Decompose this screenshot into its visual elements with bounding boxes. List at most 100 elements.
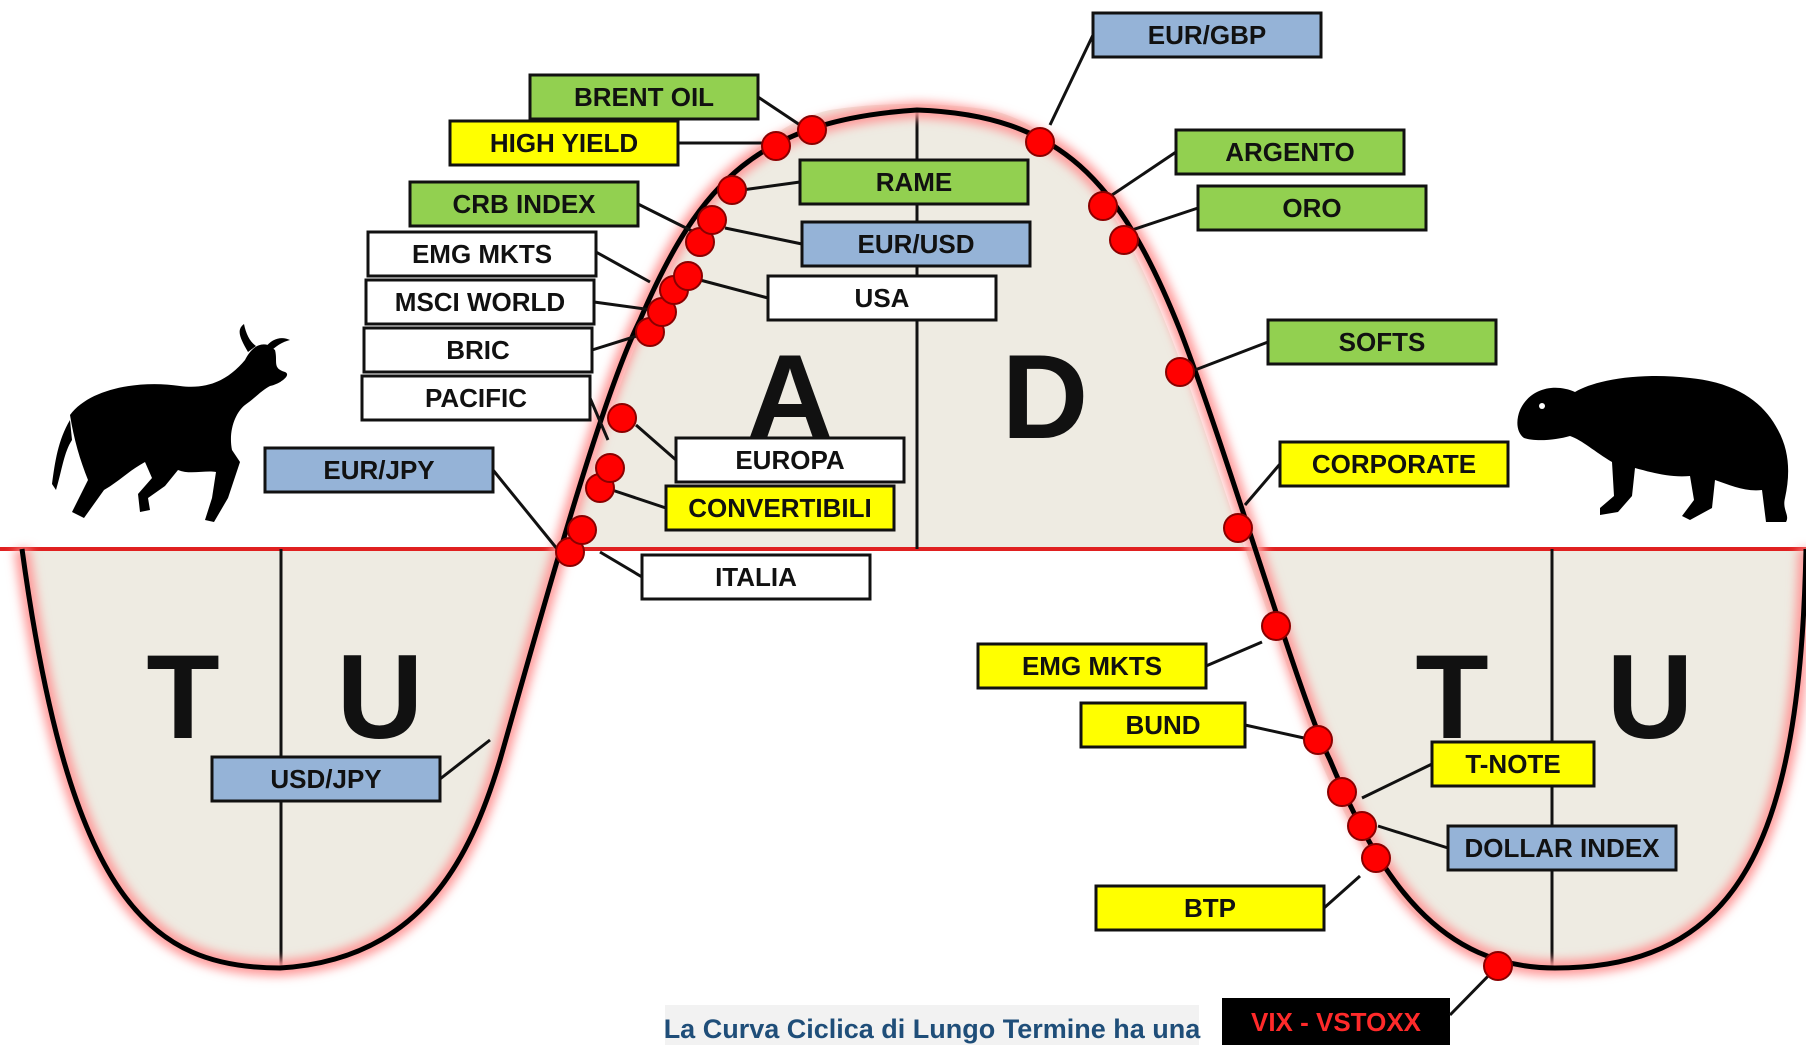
label-high-yield: HIGH YIELD (448, 119, 680, 167)
label-text-eur-gbp: EUR/GBP (1148, 20, 1266, 50)
label-box-bund (1079, 701, 1247, 749)
connector-eur-gbp (1048, 34, 1095, 126)
curve-marker (697, 205, 727, 235)
vix-box (1222, 998, 1450, 1045)
label-t-note: T-NOTE (1430, 740, 1596, 788)
curve-marker (1327, 777, 1357, 807)
curve-markers (555, 115, 1391, 873)
curve-marker (761, 131, 791, 161)
caption-text: La Curva Ciclica di Lungo Termine ha una (664, 1014, 1202, 1044)
label-text-emg-mkts-bottom: EMG MKTS (1022, 651, 1162, 681)
label-corporate: CORPORATE (1278, 440, 1510, 488)
asset-labels: BRENT OIL HIGH YIELD CRB INDEX EMG MKTS MSCI… (210, 11, 1678, 932)
label-text-argento: ARGENTO (1225, 137, 1355, 167)
label-box-softs (1266, 318, 1498, 366)
connector-t-note (1361, 762, 1433, 800)
label-box-eur-jpy (263, 446, 495, 494)
label-eur-gbp: EUR/GBP (1091, 11, 1323, 59)
label-text-italia: ITALIA (715, 562, 797, 592)
curve-marker (1165, 357, 1195, 387)
connector-emg-mkts-bottom (1205, 640, 1263, 668)
label-eur-usd: EUR/USD (800, 220, 1032, 268)
label-crb-index: CRB INDEX (408, 180, 640, 228)
label-text-eur-jpy: EUR/JPY (323, 455, 434, 485)
connector-dollar-index (1377, 824, 1449, 850)
label-msci-world: MSCI WORLD (364, 278, 596, 326)
label-box-argento (1174, 128, 1406, 176)
label-text-brent-oil: BRENT OIL (574, 82, 714, 112)
connector-bund (1244, 723, 1305, 740)
label-text-dollar-index: DOLLAR INDEX (1465, 833, 1661, 863)
connector-corporate (1243, 463, 1282, 506)
connector-rame (741, 180, 801, 192)
label-box-pacific (360, 374, 592, 422)
label-text-europa: EUROPA (735, 445, 845, 475)
connector-convertibili (611, 488, 667, 510)
label-bric: BRIC (362, 326, 594, 374)
connector-eur-jpy (491, 469, 560, 551)
curve-marker (607, 403, 637, 433)
label-box-corporate (1278, 440, 1510, 488)
connector-oro (1131, 206, 1199, 232)
curve-marker (595, 453, 625, 483)
label-box-rame (798, 158, 1030, 206)
label-pacific: PACIFIC (360, 374, 592, 422)
phase-letter-right-u: U (1607, 630, 1694, 764)
curve-marker (717, 175, 747, 205)
label-oro: ORO (1196, 184, 1428, 232)
label-rame: RAME (798, 158, 1030, 206)
caption-box (665, 1005, 1199, 1045)
label-box-usa (766, 274, 998, 322)
label-box-crb-index (408, 180, 640, 228)
label-text-t-note: T-NOTE (1465, 749, 1560, 779)
label-text-usa: USA (855, 283, 910, 313)
label-text-corporate: CORPORATE (1312, 449, 1476, 479)
label-box-eur-usd (800, 220, 1032, 268)
vix-marker (1483, 951, 1513, 981)
curve-marker (673, 261, 703, 291)
label-box-oro (1196, 184, 1428, 232)
connector-pacific (588, 397, 610, 441)
curve-marker (1347, 811, 1377, 841)
curve-marker (1109, 225, 1139, 255)
curve-marker (797, 115, 827, 145)
label-box-convertibili (664, 484, 896, 532)
connector-europa (635, 423, 677, 462)
curve-marker (1261, 611, 1291, 641)
label-dollar-index: DOLLAR INDEX (1446, 824, 1678, 872)
label-box-dollar-index (1446, 824, 1678, 872)
label-text-crb-index: CRB INDEX (452, 189, 596, 219)
label-text-eur-usd: EUR/USD (857, 229, 974, 259)
connector-msci-world (593, 300, 653, 312)
connector-usa (699, 278, 769, 300)
connector-crb-index (637, 202, 701, 237)
connector-eur-usd (724, 226, 803, 246)
label-eur-jpy: EUR/JPY (263, 446, 495, 494)
connector-emg-mkts-top (595, 250, 651, 284)
label-box-btp (1094, 884, 1326, 932)
label-text-high-yield: HIGH YIELD (490, 128, 638, 158)
label-box-europa (674, 436, 906, 484)
label-btp: BTP (1094, 884, 1326, 932)
vix-label: VIX - VSTOXX (1251, 1007, 1422, 1037)
label-box-brent-oil (528, 73, 760, 121)
label-text-pacific: PACIFIC (425, 383, 527, 413)
label-box-italia (640, 553, 872, 601)
connector-usd-jpy (439, 738, 491, 781)
label-usd-jpy: USD/JPY (210, 755, 442, 803)
label-text-convertibili: CONVERTIBILI (688, 493, 871, 523)
label-text-oro: ORO (1282, 193, 1341, 223)
label-text-softs: SOFTS (1339, 327, 1426, 357)
connector-softs (1194, 340, 1269, 372)
label-usa: USA (766, 274, 998, 322)
label-bund: BUND (1079, 701, 1247, 749)
label-text-usd-jpy: USD/JPY (270, 764, 381, 794)
label-text-bric: BRIC (446, 335, 510, 365)
curve-marker (1088, 191, 1118, 221)
label-box-high-yield (448, 119, 680, 167)
label-box-eur-gbp (1091, 11, 1323, 59)
label-text-btp: BTP (1184, 893, 1236, 923)
phase-letter-left-t: T (146, 630, 219, 764)
label-box-emg-mkts-bottom (976, 642, 1208, 690)
